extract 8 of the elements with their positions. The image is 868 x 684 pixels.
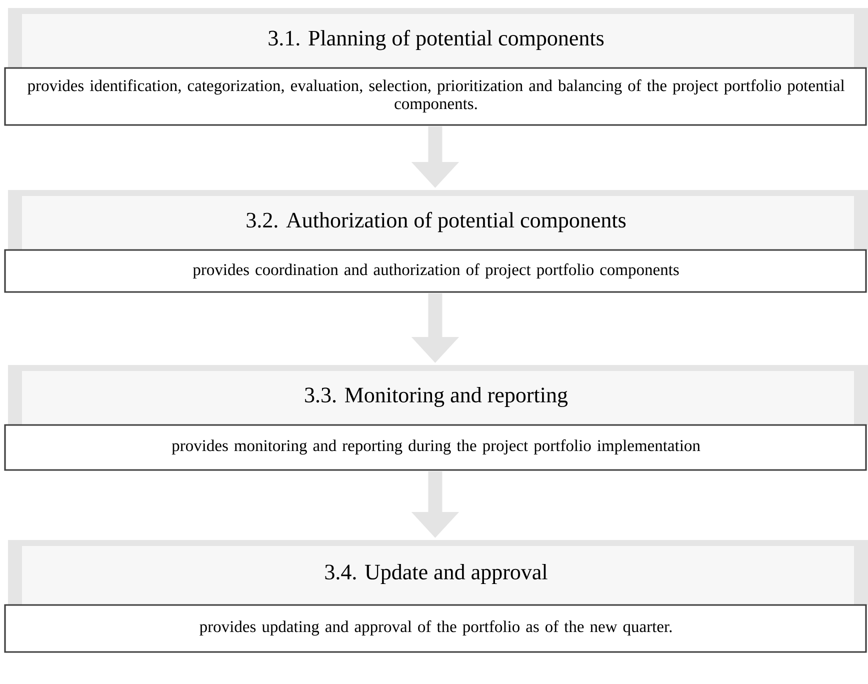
heading-band: 3.1. Planning of potential components (8, 8, 868, 68)
description-box: provides coordination and authorization of project portfolio components (4, 249, 867, 293)
description-box: provides identification, categorization, evaluation, selection, prioritization and balancing of the project portfolio potential components. (4, 67, 867, 126)
description-box: provides monitoring and reporting during the project portfolio implementation (4, 424, 867, 471)
description-box: provides updating and approval of the portfolio as of the new quarter. (4, 604, 867, 653)
heading-band: 3.4. Update and approval (8, 540, 868, 605)
heading-band: 3.3. Monitoring and reporting (8, 365, 868, 425)
heading-band: 3.2. Authorization of potential components (8, 190, 868, 250)
